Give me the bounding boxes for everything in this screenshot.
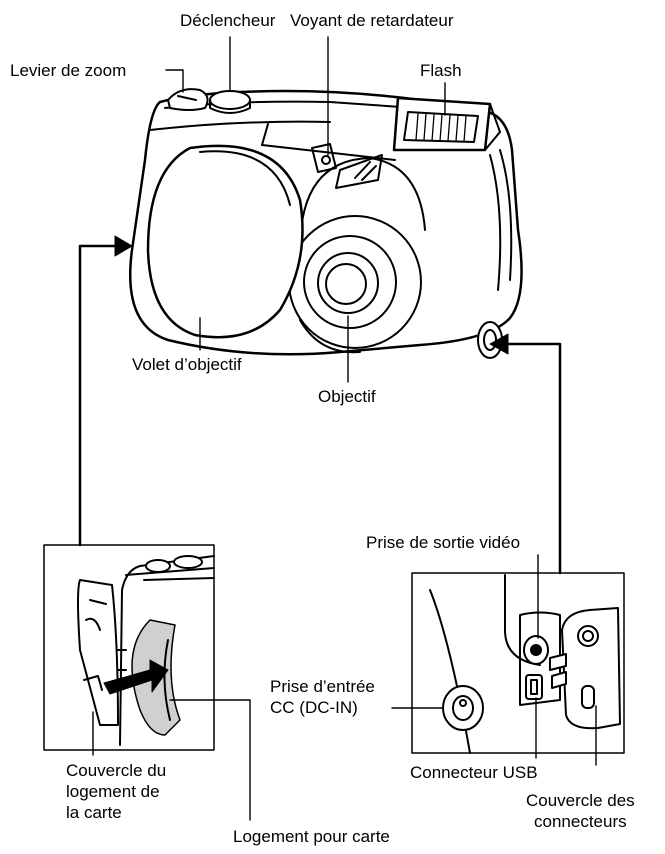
label-connecteur-usb: Connecteur USB — [410, 763, 538, 782]
label-flash: Flash — [420, 61, 462, 80]
zoom-lever — [167, 88, 209, 111]
camera-front-illustration — [128, 88, 523, 359]
card-slot-inset — [43, 544, 251, 821]
flash-unit — [392, 96, 501, 152]
label-couvercle-connecteurs: Couvercle des connecteurs — [526, 791, 635, 831]
dc-in-socket — [442, 685, 484, 731]
lens-barrel — [288, 157, 426, 354]
label-logement-carte: Logement pour carte — [233, 827, 390, 846]
label-couvercle-carte: Couvercle du logement de la carte — [66, 761, 167, 822]
viewfinder-window — [335, 154, 383, 189]
shutter-button — [209, 90, 251, 114]
video-out-socket — [523, 635, 549, 665]
label-levier-zoom: Levier de zoom — [10, 61, 127, 80]
label-declencheur: Déclencheur — [180, 11, 276, 30]
label-prise-dc-in: Prise d’entrée CC (DC-IN) — [270, 677, 375, 717]
connectors-inset — [391, 554, 625, 766]
label-objectif: Objectif — [318, 387, 376, 406]
label-volet-objectif: Volet d’objectif — [132, 355, 242, 374]
label-voyant-retardateur: Voyant de retardateur — [290, 11, 454, 30]
arrow-connectors-to-camera — [489, 333, 562, 575]
camera-body — [128, 89, 523, 356]
connector-cover — [549, 607, 621, 730]
leader-lines-main — [165, 36, 446, 383]
usb-connector — [525, 674, 543, 700]
label-prise-video: Prise de sortie vidéo — [366, 533, 521, 552]
lens-cover — [146, 144, 304, 339]
arrow-card-to-camera — [78, 235, 133, 547]
self-timer-lamp — [311, 143, 337, 173]
